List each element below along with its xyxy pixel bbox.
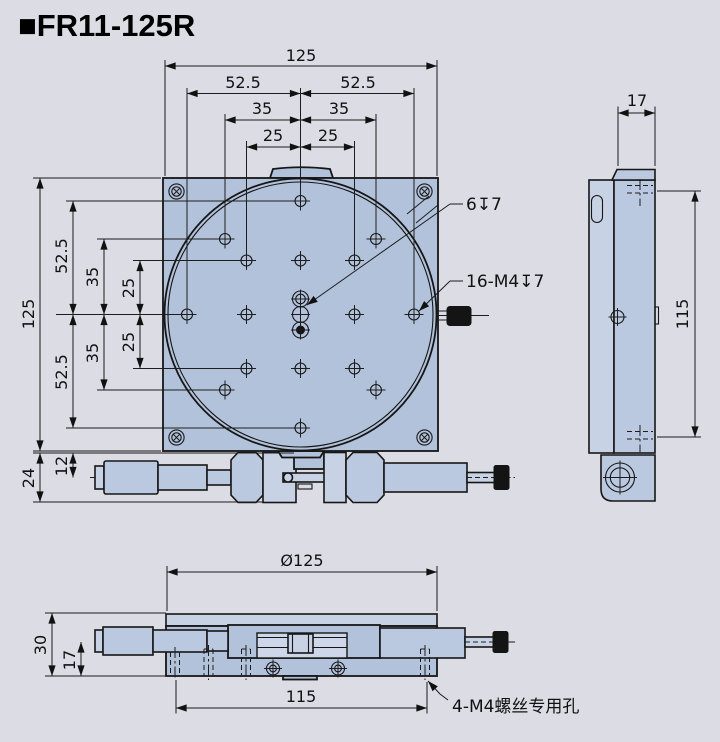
dim-top-52-5: 52.5 52.5 (186, 73, 415, 305)
dim-label: 52.5 (225, 73, 261, 92)
annotation-label: 16-M4↧7 (466, 272, 544, 292)
bottom-micrometer-sleeve (206, 630, 229, 652)
dim-label: 35 (252, 99, 272, 118)
dim-left-25-top: 25 (119, 260, 240, 315)
dim-label: 25 (318, 126, 338, 145)
dim-label: 24 (19, 468, 38, 488)
dim-left-52-5-top: 52.5 (52, 200, 294, 315)
bottom-end-stop-knob (492, 631, 509, 653)
annotation-label: 6↧7 (466, 195, 502, 215)
dim-left-35-bottom: 35 (83, 314, 218, 391)
bottom-micrometer-knob (102, 626, 154, 656)
side-screw (608, 308, 627, 326)
dim-label: 17 (627, 91, 647, 110)
hidden-m4-holes (170, 645, 430, 680)
dim-label: 52.5 (340, 73, 376, 92)
dim-label: 25 (263, 126, 283, 145)
micrometer-spindle (206, 469, 232, 486)
dim-label: 115 (286, 687, 317, 706)
dim-label: 52.5 (52, 354, 71, 390)
side-micrometer-end (603, 460, 637, 495)
side-top-cap (610, 168, 656, 181)
dim-bottom-17: 17 (60, 642, 85, 676)
dim-side-115: 115 (657, 190, 701, 438)
dim-side-17: 17 (617, 91, 656, 166)
dim-label: 25 (119, 332, 138, 352)
bottom-right-housing (379, 627, 466, 659)
dim-top-35: 35 35 (224, 99, 377, 231)
dim-top-25: 25 25 (246, 126, 355, 253)
dim-label: 35 (329, 99, 349, 118)
dim-label: 12 (52, 456, 71, 476)
dim-label: 35 (83, 343, 102, 363)
annotation-base-holes: 4-M4螺丝专用孔 (427, 680, 579, 717)
mount-hex-left (230, 451, 264, 504)
micrometer-barrel (157, 464, 208, 491)
micrometer-knob (103, 460, 159, 495)
dim-label: 125 (19, 299, 38, 330)
mount-hex-right (345, 451, 385, 504)
dim-left-52-5-bottom: 52.5 (52, 314, 294, 429)
side-lock-knob-edge (654, 306, 660, 325)
part-number-title: ■FR11-125R (18, 8, 196, 43)
bottom-micrometer-barrel (152, 629, 208, 653)
bracket-right (323, 451, 347, 504)
coupling-spool (287, 633, 314, 654)
annotation-label: 4-M4螺丝专用孔 (452, 697, 579, 717)
dim-label: 30 (31, 635, 50, 655)
bottom-view: Ø125 30 17 115 4-M4螺丝专用孔 (31, 551, 579, 717)
dim-label: 52.5 (52, 238, 71, 274)
front-micrometer-assembly (90, 447, 515, 504)
dim-top-125: 125 (164, 46, 438, 176)
end-stop-knob (493, 465, 510, 490)
bottom-micrometer-cap (94, 629, 104, 653)
front-view: 125 52.5 52.5 35 35 25 (19, 46, 544, 504)
dim-label: 17 (60, 650, 79, 670)
micrometer-end-cap (94, 465, 105, 490)
center-pivot-holes (291, 289, 310, 340)
clamp-tab (268, 166, 335, 179)
side-slot (590, 194, 604, 224)
dim-left-125: 125 (19, 177, 161, 452)
dim-bottom-115: 115 (175, 680, 428, 714)
dim-left-35-top: 35 (83, 238, 218, 315)
dim-label: Ø125 (280, 551, 323, 570)
dim-label: 25 (119, 278, 138, 298)
dim-label: 115 (673, 299, 692, 330)
spring-housing (383, 462, 468, 493)
dim-bottom-30: 30 (31, 612, 180, 677)
side-view: 17 115 (588, 91, 701, 502)
annotation-pattern-holes: 16-M4↧7 (418, 272, 544, 312)
annotation-center-hole: 6↧7 (306, 195, 502, 306)
lock-thumbscrew (438, 306, 489, 326)
dim-label: 125 (286, 46, 317, 65)
dim-bottom-diameter-125: Ø125 (166, 551, 438, 611)
dim-left-25-bottom: 25 (119, 314, 240, 369)
dim-label: 35 (83, 267, 102, 287)
dim-act-12: 12 (52, 453, 77, 478)
